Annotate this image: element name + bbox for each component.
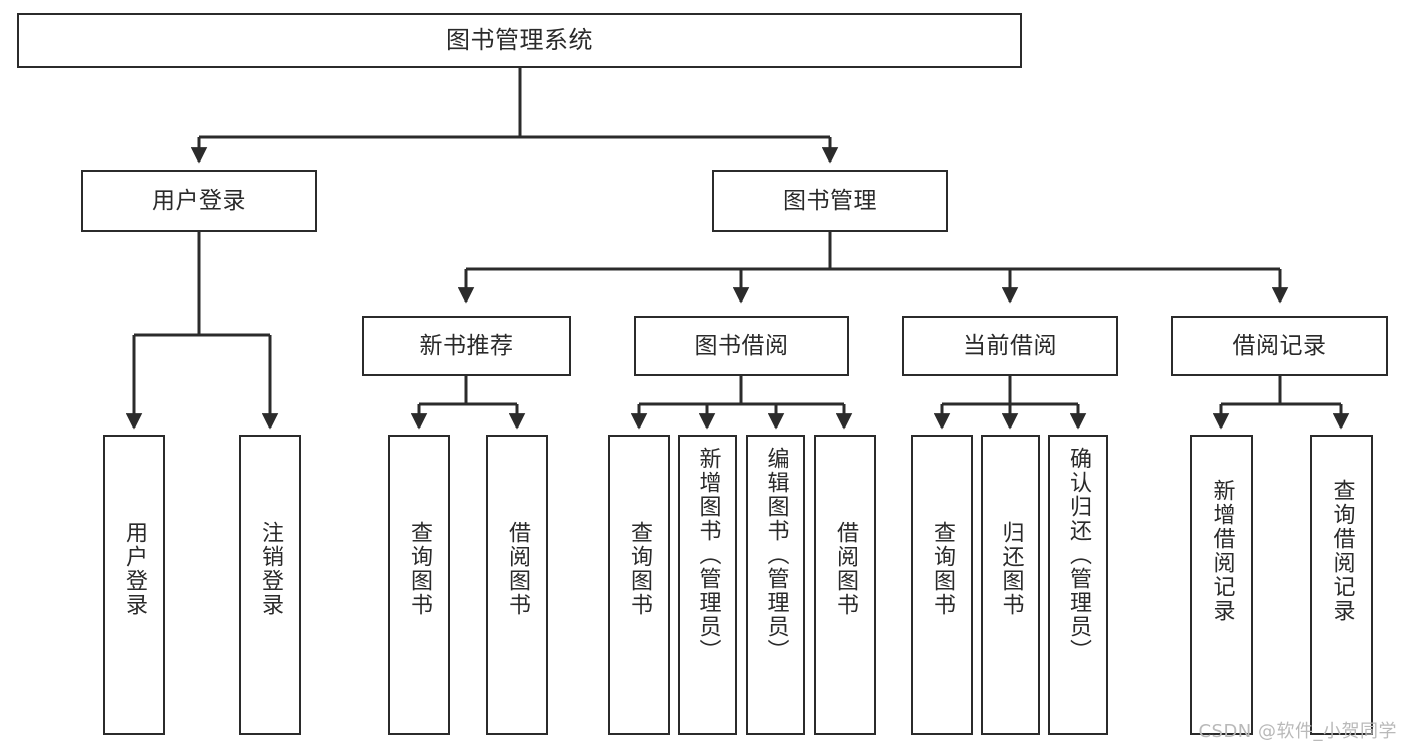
node-label: 新增借阅记录 <box>1209 479 1235 623</box>
node-leaf-return-book[interactable]: 归还图书 <box>981 435 1040 735</box>
node-label: 查询借阅记录 <box>1329 479 1355 623</box>
node-label: 编辑图书（管理员） <box>763 447 789 663</box>
node-leaf-query-record[interactable]: 查询借阅记录 <box>1310 435 1373 735</box>
node-leaf-add-record[interactable]: 新增借阅记录 <box>1190 435 1253 735</box>
node-label: 借阅图书 <box>504 521 530 617</box>
node-leaf-edit-book[interactable]: 编辑图书（管理员） <box>746 435 805 735</box>
node-label: 查询图书 <box>406 521 432 617</box>
node-leaf-borrow-book-1[interactable]: 借阅图书 <box>486 435 548 735</box>
node-current-borrow[interactable]: 当前借阅 <box>902 316 1118 376</box>
node-label: 用户登录 <box>152 187 246 214</box>
node-leaf-confirm-return[interactable]: 确认归还（管理员） <box>1048 435 1108 735</box>
node-label: 新书推荐 <box>419 332 514 359</box>
node-label: 查询图书 <box>929 521 955 617</box>
node-label: 用户登录 <box>121 521 147 617</box>
node-label: 借阅记录 <box>1232 332 1327 359</box>
node-book-borrow[interactable]: 图书借阅 <box>634 316 849 376</box>
node-borrow-record[interactable]: 借阅记录 <box>1171 316 1388 376</box>
node-label: 确认归还（管理员） <box>1065 447 1091 663</box>
node-leaf-add-book[interactable]: 新增图书（管理员） <box>678 435 737 735</box>
node-label: 查询图书 <box>626 521 652 617</box>
node-label: 注销登录 <box>257 521 283 617</box>
node-label: 图书管理系统 <box>446 25 593 54</box>
node-label: 新增图书（管理员） <box>695 447 721 663</box>
node-leaf-user-login[interactable]: 用户登录 <box>103 435 165 735</box>
node-user-login[interactable]: 用户登录 <box>81 170 317 232</box>
node-root[interactable]: 图书管理系统 <box>17 13 1022 68</box>
node-leaf-borrow-book-2[interactable]: 借阅图书 <box>814 435 876 735</box>
node-leaf-query-book-2[interactable]: 查询图书 <box>608 435 670 735</box>
node-leaf-query-book-1[interactable]: 查询图书 <box>388 435 450 735</box>
node-label: 当前借阅 <box>963 332 1057 359</box>
node-book-manage[interactable]: 图书管理 <box>712 170 948 232</box>
node-leaf-query-book-3[interactable]: 查询图书 <box>911 435 973 735</box>
node-new-book-recommend[interactable]: 新书推荐 <box>362 316 571 376</box>
node-leaf-logout[interactable]: 注销登录 <box>239 435 301 735</box>
node-label: 归还图书 <box>998 521 1024 617</box>
node-label: 借阅图书 <box>832 521 858 617</box>
node-label: 图书借阅 <box>694 332 789 359</box>
watermark: CSDN @软件_小贺同学 <box>1198 721 1397 742</box>
node-label: 图书管理 <box>783 187 877 214</box>
